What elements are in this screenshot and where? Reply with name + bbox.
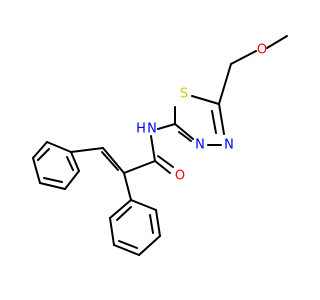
bond-phenyl1-inner-3 <box>66 156 74 171</box>
bond-phenyl2-inner-2 <box>118 240 138 249</box>
bond-vinyl-phenyl <box>70 147 104 153</box>
bond-phenyl1-b <box>32 141 48 159</box>
bond-phenyl2-inner-1 <box>149 214 154 234</box>
bond-phenyl1-inner-1 <box>37 148 50 161</box>
bond-oxygen-ch2 <box>230 50 257 65</box>
bond-alpha-phenyl <box>123 172 132 201</box>
ring-nitrogen-3-label: N <box>195 138 205 153</box>
bond-c2-amide-n <box>157 123 176 130</box>
ring-nitrogen-4-label: N <box>224 138 234 153</box>
bond-n4-c5 <box>218 103 225 135</box>
bond-phenyl1-inner-2 <box>43 177 63 183</box>
bond-amide-n-carbonyl <box>150 135 156 162</box>
methoxy-oxygen-label: O <box>257 43 267 58</box>
bond-phenyl1-f <box>70 151 80 172</box>
bonds <box>32 35 288 256</box>
bond-phenyl2-f <box>109 199 132 219</box>
bond-phenyl2-c <box>138 235 161 256</box>
bond-phenyl2-e <box>109 217 115 246</box>
bond-alpha-vinyl-double <box>101 151 119 171</box>
bond-c5-sulfur <box>191 95 220 105</box>
bond-c2-n3-inner <box>178 131 192 142</box>
bond-carbonyl-oxygen-double <box>157 155 174 168</box>
bond-phenyl1-e <box>64 170 80 190</box>
bond-phenyl1-c <box>32 157 41 184</box>
bond-ch2-thiadiazole <box>218 63 232 105</box>
amide-hydrogen-label: H <box>136 122 146 137</box>
bond-carbonyl-alpha <box>123 160 156 174</box>
bond-carbonyl-oxygen <box>154 160 171 174</box>
bond-methyl-oxygen <box>266 35 288 49</box>
bond-phenyl1-d <box>39 182 66 190</box>
carbonyl-oxygen-label: O <box>175 169 185 184</box>
bond-phenyl2-inner-3 <box>116 206 132 221</box>
bond-phenyl1-a <box>46 141 72 153</box>
molecule-structure-diagram: O S N N N H O <box>32 35 288 256</box>
amide-nitrogen-label: N <box>147 122 157 137</box>
ring-sulfur-label: S <box>180 87 188 102</box>
bond-n4-c5-inner <box>211 110 217 134</box>
bond-phenyl2-b <box>155 209 161 237</box>
bond-alpha-vinyl <box>102 147 125 174</box>
atom-labels: O S N N N H O <box>136 43 267 184</box>
bond-phenyl2-a <box>130 199 157 211</box>
bond-phenyl2-d <box>113 244 140 256</box>
bond-c2-n3 <box>174 123 194 140</box>
